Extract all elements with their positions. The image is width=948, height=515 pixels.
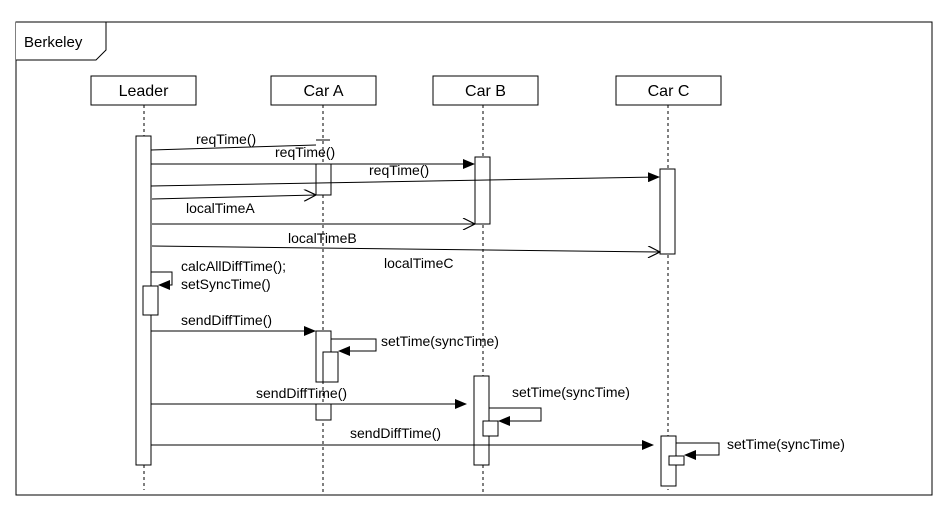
- participant-label: Car A: [303, 83, 343, 100]
- message-label: setSyncTime(): [181, 276, 271, 292]
- self-message-arrow: [489, 407, 542, 426]
- self-message-arrow: [676, 442, 720, 460]
- message-arrow: [150, 172, 660, 187]
- participant-label: Leader: [119, 83, 169, 100]
- participant-label: Car C: [648, 83, 690, 100]
- message-label: localTimeA: [186, 200, 255, 216]
- reply-arrow: [151, 195, 316, 199]
- message-label: sendDiffTime(): [350, 425, 441, 441]
- reply-arrow: [151, 245, 660, 252]
- activation-car-b-1: [474, 156, 491, 225]
- activation-car-a-1: [315, 163, 332, 196]
- activation-car-a-3: [315, 403, 332, 421]
- message-label: sendDiffTime(): [181, 312, 272, 328]
- message-label: localTimeC: [384, 255, 454, 271]
- activation-car-b-nested: [482, 420, 499, 437]
- message-arrow: [150, 144, 317, 151]
- participant-car-c[interactable]: Car C: [615, 75, 722, 106]
- message-label: setTime(syncTime): [381, 333, 499, 349]
- activation-leader-nested: [142, 285, 159, 316]
- message-label: sendDiffTime(): [256, 385, 347, 401]
- self-message-arrow: [151, 271, 173, 290]
- message-label: reqTime(): [369, 162, 429, 178]
- message-label: setTime(syncTime): [512, 384, 630, 400]
- activation-car-a-nested: [322, 351, 339, 383]
- message-label: localTimeB: [288, 230, 357, 246]
- frame-title-tab: [16, 21, 107, 61]
- activation-car-c-1: [659, 168, 676, 255]
- message-label: reqTime(): [275, 144, 335, 160]
- activation-car-c-nested: [668, 455, 685, 466]
- participant-label: Car B: [465, 83, 506, 100]
- self-message-arrow: [331, 338, 377, 356]
- participant-car-a[interactable]: Car A: [270, 75, 377, 106]
- message-label: calcAllDiffTime();: [181, 258, 286, 274]
- frame-title: Berkeley: [24, 34, 83, 51]
- participant-car-b[interactable]: Car B: [432, 75, 539, 106]
- message-label: reqTime(): [196, 131, 256, 147]
- message-label: setTime(syncTime): [727, 436, 845, 452]
- participant-leader[interactable]: Leader: [90, 75, 197, 106]
